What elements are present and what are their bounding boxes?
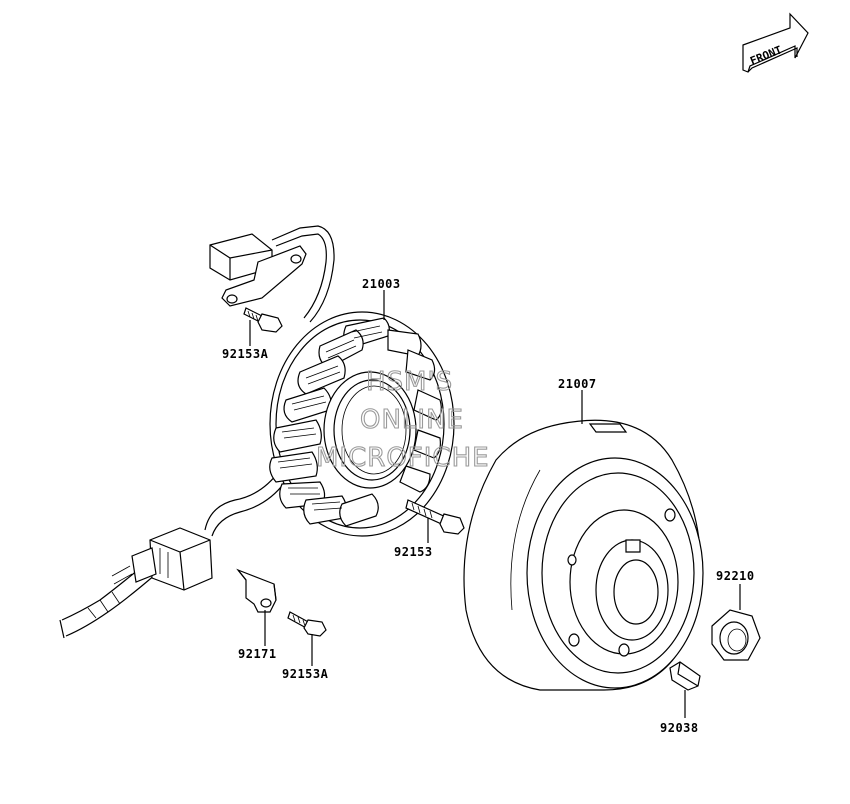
lower-connector [111,527,213,591]
watermark-line-2: ONLINE [360,405,464,435]
bolt-lower [287,611,327,637]
bracket [236,568,277,613]
stator-coil-windings [277,325,383,511]
woodruff-key [669,661,701,691]
part-label-21007: 21007 [558,377,597,391]
bolt-upper [243,307,283,333]
leader-lines [249,290,741,718]
flywheel-rotor [463,419,704,691]
watermark-line-1: HSM'S [366,367,453,397]
part-label-92153: 92153 [394,545,433,559]
part-label-92210: 92210 [716,569,755,583]
part-label-92171: 92171 [238,647,277,661]
bolt-stator [405,499,465,535]
part-label-92153A-lower: 92153A [282,667,329,681]
stator-assembly [269,311,455,537]
flywheel-nut [711,609,761,661]
front-arrow-icon: FRONT [742,12,809,73]
part-label-92038: 92038 [660,721,699,735]
stator-coils [269,317,442,527]
upper-connector [209,225,335,323]
part-label-21003: 21003 [362,277,401,291]
part-label-92153A-upper: 92153A [222,347,269,361]
watermark: HSM'S ONLINE MICROFICHE [315,366,490,473]
watermark-line-3: MICROFICHE [316,443,490,473]
